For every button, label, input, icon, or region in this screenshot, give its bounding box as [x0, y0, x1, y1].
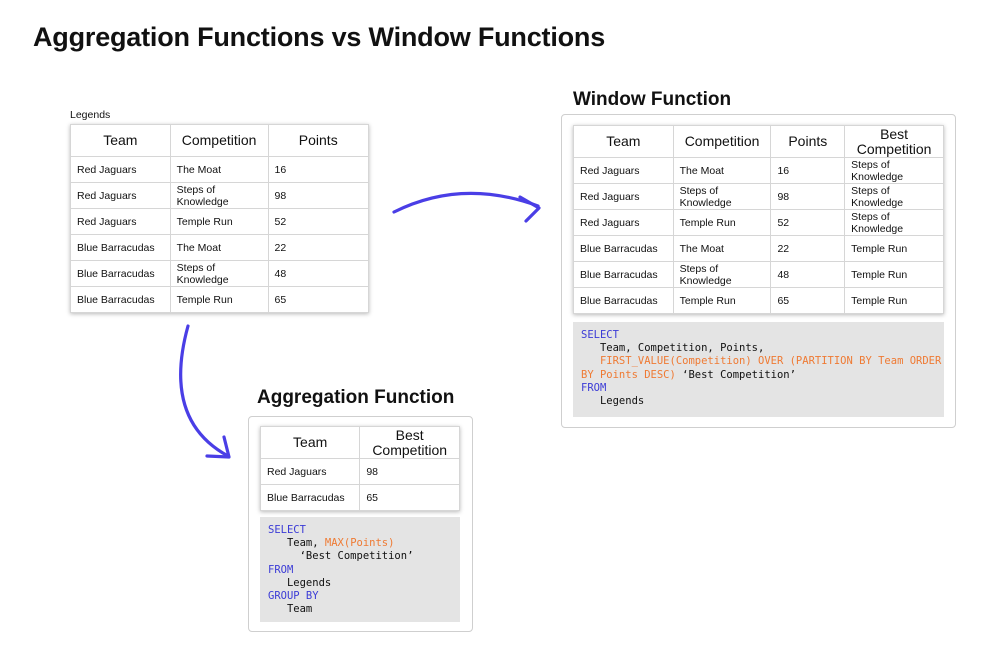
- column-header: Team: [70, 124, 171, 157]
- sql-window-function-cont: BY Points DESC): [581, 368, 676, 381]
- cell: Blue Barracudas: [259, 484, 361, 511]
- cell: Blue Barracudas: [70, 286, 171, 313]
- legends-caption: Legends: [70, 109, 111, 121]
- sql-table-name: Legends: [581, 395, 645, 408]
- sql-table-name: Legends: [268, 576, 332, 589]
- cell: 52: [770, 209, 846, 236]
- sql-alias: ‘Best Competition’: [268, 550, 414, 563]
- sql-columns: Team, Competition, Points,: [581, 342, 765, 355]
- cell: 98: [267, 182, 369, 209]
- cell: Blue Barracudas: [70, 234, 171, 261]
- cell: 52: [267, 208, 369, 235]
- sql-keyword-from: FROM: [581, 381, 607, 394]
- cell: Steps of Knowledge: [672, 261, 772, 288]
- cell: The Moat: [672, 235, 772, 262]
- window-function-table: Team Competition Points Best Competition…: [573, 125, 944, 314]
- aggregation-sql-code: SELECT Team, MAX(Points) ‘Best Competiti…: [260, 517, 460, 622]
- table-header-row: Team Competition Points Best Competition: [573, 125, 944, 158]
- column-header: Competition: [672, 125, 772, 158]
- cell: Steps of Knowledge: [844, 157, 944, 184]
- cell: Temple Run: [844, 261, 944, 288]
- cell: 98: [359, 458, 460, 485]
- arrow-to-aggregation-function: [179, 324, 231, 459]
- cell: Temple Run: [169, 208, 269, 235]
- page-title: Aggregation Functions vs Window Function…: [33, 22, 606, 52]
- cell: Steps of Knowledge: [169, 260, 269, 287]
- aggregation-function-title: Aggregation Function: [257, 387, 455, 408]
- sql-keyword-group-by: GROUP BY: [268, 590, 319, 603]
- sql-keyword-select: SELECT: [268, 524, 306, 536]
- cell: 22: [267, 234, 369, 261]
- arrow-to-window-function: [392, 191, 541, 223]
- column-header: Best Competition: [359, 426, 460, 459]
- sql-keyword-from: FROM: [268, 563, 294, 576]
- cell: 16: [267, 156, 369, 183]
- cell: The Moat: [672, 157, 772, 184]
- cell: Steps of Knowledge: [844, 183, 944, 210]
- sql-aggregate-function: MAX(Points): [324, 537, 395, 550]
- column-header: Points: [267, 124, 369, 157]
- cell: Steps of Knowledge: [844, 209, 944, 236]
- sql-keyword-select: SELECT: [581, 329, 619, 341]
- cell: Blue Barracudas: [573, 287, 674, 314]
- sql-group-column: Team: [268, 603, 313, 616]
- cell: Temple Run: [169, 286, 269, 313]
- cell: Red Jaguars: [70, 208, 171, 235]
- cell: Red Jaguars: [259, 458, 361, 485]
- cell: 65: [770, 287, 846, 314]
- column-header: Points: [770, 125, 846, 158]
- sql-window-function: FIRST_VALUE(Competition) OVER (PARTITION…: [581, 355, 942, 368]
- cell: Temple Run: [672, 287, 772, 314]
- cell: Temple Run: [672, 209, 772, 236]
- cell: Steps of Knowledge: [169, 182, 269, 209]
- table-header-row: Team Competition Points: [70, 124, 369, 157]
- cell: Temple Run: [844, 287, 944, 314]
- window-function-title: Window Function: [573, 89, 732, 110]
- cell: Blue Barracudas: [573, 261, 674, 288]
- sql-columns: Team,: [268, 537, 325, 550]
- cell: 48: [770, 261, 846, 288]
- column-header: Best Competition: [844, 125, 944, 158]
- cell: Steps of Knowledge: [672, 183, 772, 210]
- sql-alias: ‘Best Competition’: [675, 368, 796, 381]
- cell: Red Jaguars: [573, 183, 674, 210]
- cell: 65: [359, 484, 460, 511]
- table-header-row: Team Best Competition: [259, 426, 460, 459]
- cell: Red Jaguars: [70, 182, 171, 209]
- window-sql-code: SELECT Team, Competition, Points, FIRST_…: [573, 322, 944, 417]
- cell: 65: [267, 286, 369, 313]
- column-header: Competition: [169, 124, 269, 157]
